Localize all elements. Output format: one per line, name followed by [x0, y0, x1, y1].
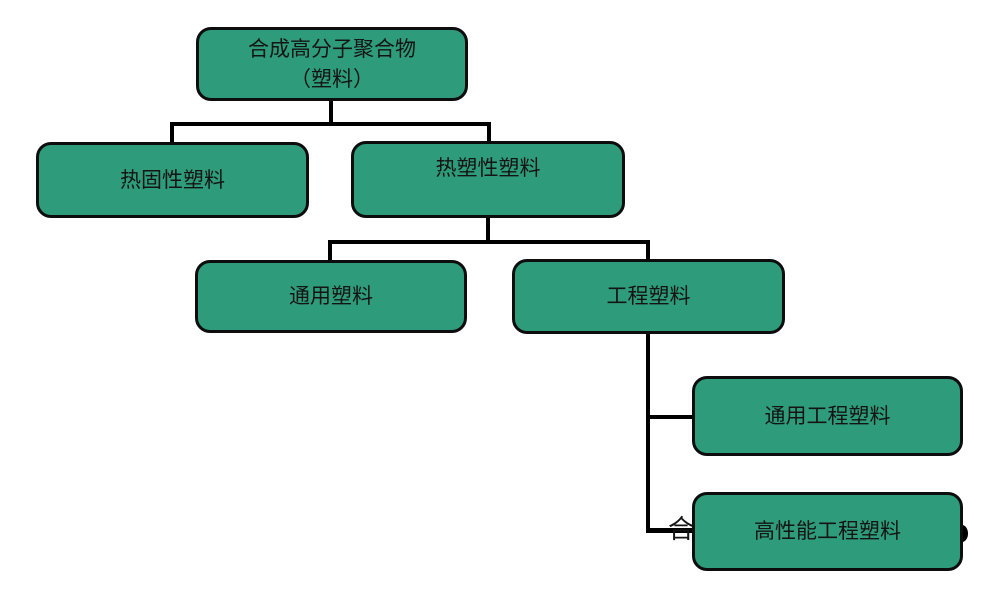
connector-root-down: [329, 100, 333, 126]
node-thermoplastic-label: 热塑性塑料: [435, 156, 541, 180]
node-high-performance-engineering-plastic: 高性能工程塑料: [692, 492, 963, 571]
node-thermoplastic: 热塑性塑料: [351, 141, 625, 218]
node-thermoset-plastic-label: 热固性塑料: [120, 167, 225, 192]
node-root-label: 合成高分子聚合物 （塑料）: [248, 34, 416, 95]
connector-general-engineering-branch: [648, 415, 694, 419]
connector-level1-horizontal: [170, 122, 491, 126]
connector-engineering-down: [646, 333, 650, 533]
node-engineering-plastic-label: 工程塑料: [606, 284, 691, 309]
connector-thermoset-stub: [170, 124, 174, 144]
node-engineering-plastic: 工程塑料: [512, 259, 785, 334]
node-root-label-line2: （塑料）: [290, 67, 374, 91]
connector-high-performance-branch: [646, 528, 696, 533]
connector-thermoplastic-down: [486, 217, 490, 242]
node-general-plastic: 通用塑料: [195, 260, 467, 333]
node-thermoset-plastic: 热固性塑料: [36, 142, 309, 218]
hidden-text-fragment-left: 合: [668, 515, 695, 545]
connector-general-plastic-stub: [328, 242, 332, 262]
node-general-engineering-plastic-label: 通用工程塑料: [764, 403, 891, 428]
node-root-label-line1: 合成高分子聚合物: [248, 36, 416, 61]
connector-thermoplastic-stub: [487, 124, 491, 143]
node-general-plastic-label: 通用塑料: [289, 284, 373, 309]
node-root: 合成高分子聚合物 （塑料）: [196, 27, 468, 101]
node-high-performance-engineering-plastic-label: 高性能工程塑料: [754, 519, 901, 544]
connector-engineering-plastic-stub: [646, 242, 650, 261]
connector-level2-horizontal: [328, 240, 650, 244]
node-general-engineering-plastic: 通用工程塑料: [692, 376, 963, 456]
